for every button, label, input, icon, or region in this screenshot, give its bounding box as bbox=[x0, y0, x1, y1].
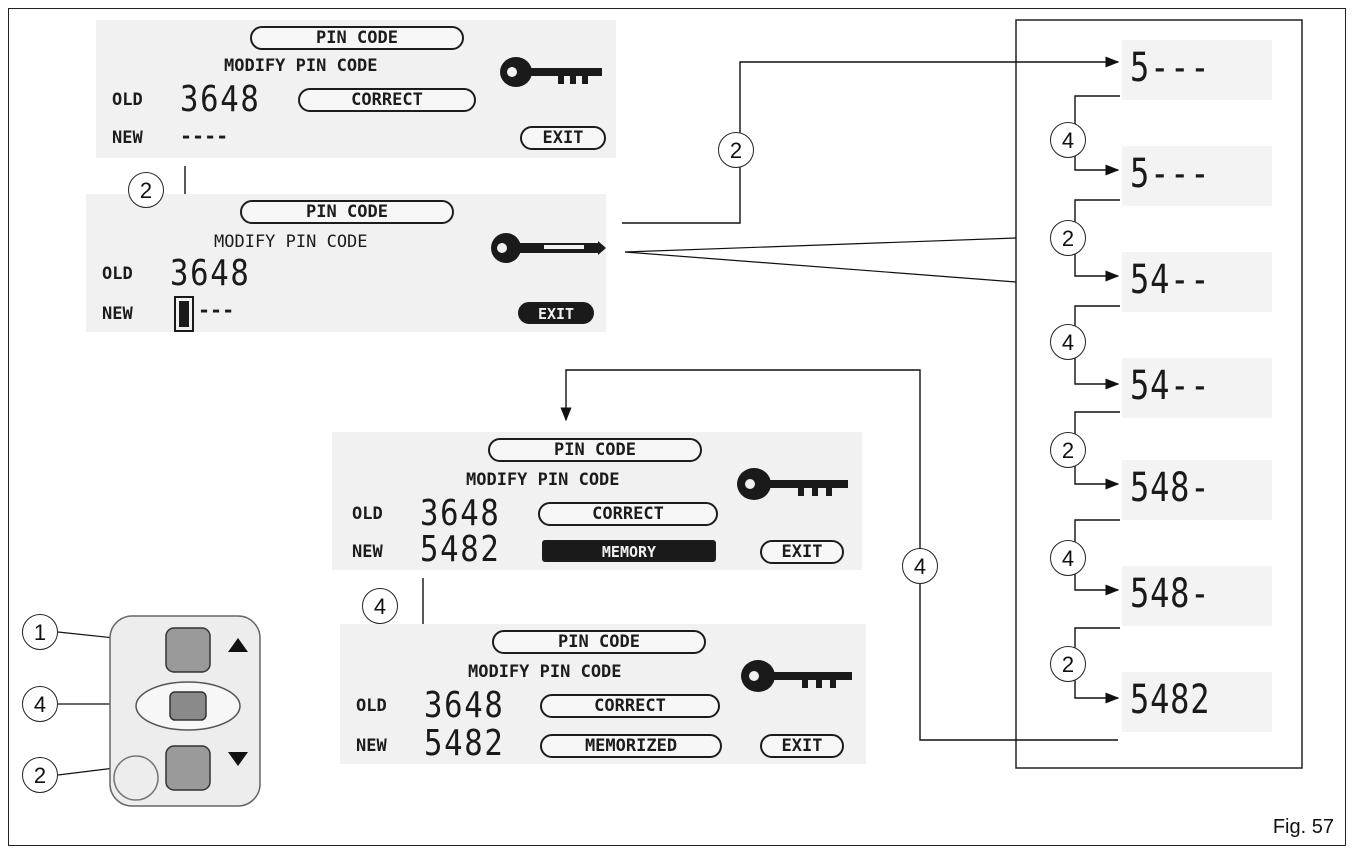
entry-step-value: 5--- bbox=[1130, 151, 1211, 197]
screen-2: PIN CODE MODIFY PIN CODE OLD 3648 NEW --… bbox=[86, 194, 606, 332]
step-callout: 2 bbox=[1050, 220, 1086, 256]
entry-step-2: 5--- bbox=[1122, 146, 1272, 206]
entry-step-value: 54-- bbox=[1130, 363, 1211, 409]
entry-step-3: 54-- bbox=[1122, 252, 1272, 312]
key-icon bbox=[741, 660, 852, 692]
old-pin-value: 3648 bbox=[420, 493, 501, 534]
entry-step-1: 5--- bbox=[1122, 40, 1272, 100]
old-label: OLD bbox=[352, 504, 383, 524]
new-label: NEW bbox=[352, 542, 383, 562]
callout-4-loop: 4 bbox=[902, 548, 938, 584]
exit-button: EXIT bbox=[520, 126, 606, 150]
modify-pin-label: MODIFY PIN CODE bbox=[224, 56, 378, 76]
pin-code-title: PIN CODE bbox=[492, 630, 706, 654]
old-label: OLD bbox=[112, 90, 143, 110]
new-pin-value: --- bbox=[198, 298, 235, 322]
new-pin-cursor bbox=[174, 296, 194, 332]
new-pin-value: 5482 bbox=[424, 723, 505, 764]
modify-pin-label: MODIFY PIN CODE bbox=[466, 470, 620, 490]
button-callout-4: 4 bbox=[22, 686, 58, 722]
modify-pin-label: MODIFY PIN CODE bbox=[214, 232, 368, 252]
pin-code-title: PIN CODE bbox=[240, 200, 454, 224]
button-callout-1: 1 bbox=[22, 614, 58, 650]
entry-step-value: 5--- bbox=[1130, 45, 1211, 91]
old-pin-value: 3648 bbox=[424, 685, 505, 726]
entry-step-6: 548- bbox=[1122, 566, 1272, 626]
old-label: OLD bbox=[102, 264, 133, 284]
new-pin-value: ---- bbox=[180, 124, 229, 148]
old-pin-value: 3648 bbox=[170, 253, 251, 294]
screen-3: PIN CODE MODIFY PIN CODE OLD 3648 CORREC… bbox=[332, 432, 862, 570]
screen-4: PIN CODE MODIFY PIN CODE OLD 3648 CORREC… bbox=[340, 624, 866, 764]
screen-1: PIN CODE MODIFY PIN CODE OLD 3648 CORREC… bbox=[96, 20, 616, 158]
memorized-badge: MEMORIZED bbox=[540, 734, 722, 758]
button-callout-2: 2 bbox=[22, 757, 58, 793]
correct-badge: CORRECT bbox=[298, 88, 476, 112]
step-callout: 4 bbox=[1050, 540, 1086, 576]
pin-code-title: PIN CODE bbox=[250, 26, 464, 50]
callout-2-mid: 2 bbox=[718, 132, 754, 168]
modify-pin-label: MODIFY PIN CODE bbox=[468, 662, 622, 682]
key-icon bbox=[500, 57, 602, 87]
step-callout: 4 bbox=[1050, 324, 1086, 360]
correct-badge: CORRECT bbox=[540, 694, 720, 718]
entry-step-value: 548- bbox=[1130, 571, 1211, 617]
callout-4-mid: 4 bbox=[362, 588, 398, 624]
step-callout: 4 bbox=[1050, 122, 1086, 158]
exit-button: EXIT bbox=[760, 734, 844, 758]
figure-frame bbox=[8, 8, 1346, 846]
exit-button: EXIT bbox=[518, 302, 594, 324]
old-pin-value: 3648 bbox=[180, 79, 261, 120]
new-label: NEW bbox=[112, 128, 143, 148]
entry-step-value: 5482 bbox=[1130, 677, 1211, 723]
new-label: NEW bbox=[102, 304, 133, 324]
memory-badge: MEMORY bbox=[542, 540, 716, 562]
entry-step-4: 54-- bbox=[1122, 358, 1272, 418]
entry-step-value: 548- bbox=[1130, 465, 1211, 511]
step-callout: 2 bbox=[1050, 646, 1086, 682]
exit-button: EXIT bbox=[760, 540, 844, 564]
new-label: NEW bbox=[356, 736, 387, 756]
handlebar-switch-illustration bbox=[109, 615, 261, 807]
new-pin-value: 5482 bbox=[420, 529, 501, 570]
callout-2-left: 2 bbox=[128, 172, 164, 208]
key-icon bbox=[737, 468, 848, 500]
step-callout: 2 bbox=[1050, 432, 1086, 468]
figure-label: Fig. 57 bbox=[1272, 816, 1334, 838]
pin-code-title: PIN CODE bbox=[488, 438, 702, 462]
correct-badge: CORRECT bbox=[538, 502, 718, 526]
entry-step-7: 5482 bbox=[1122, 672, 1272, 732]
key-icon bbox=[491, 233, 606, 263]
entry-step-5: 548- bbox=[1122, 460, 1272, 520]
entry-step-value: 54-- bbox=[1130, 257, 1211, 303]
old-label: OLD bbox=[356, 696, 387, 716]
